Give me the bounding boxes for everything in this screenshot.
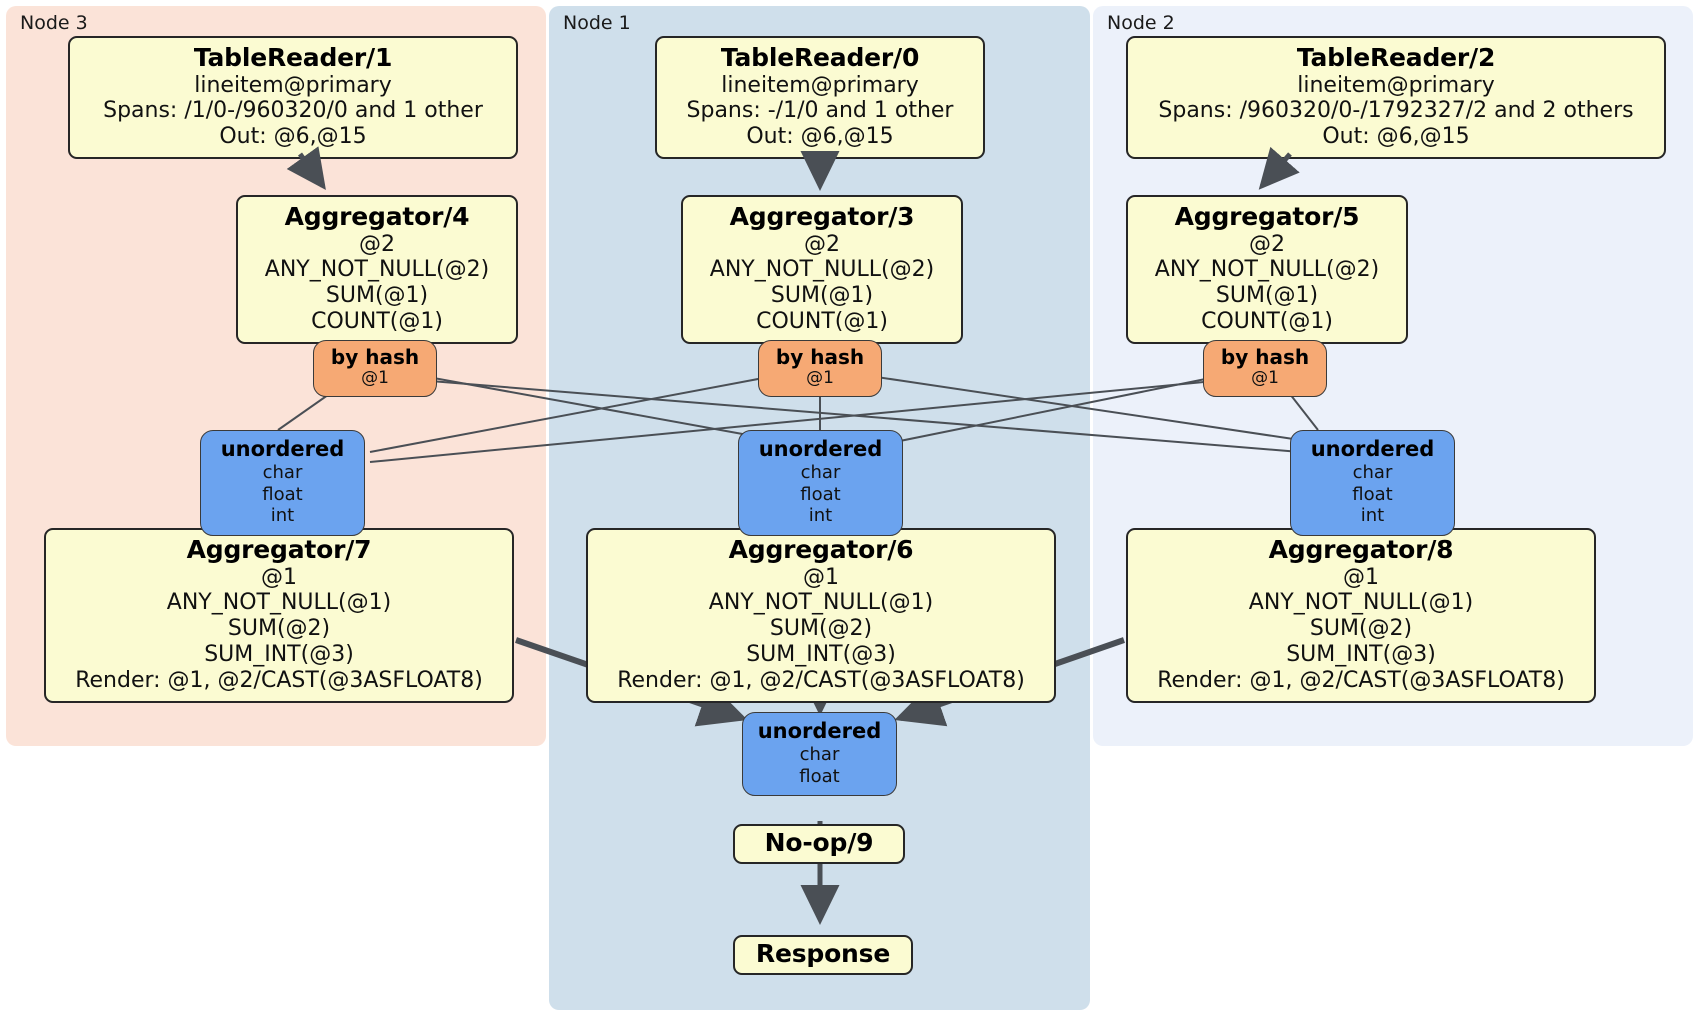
node-line: @1 <box>803 564 839 590</box>
node-aggregator-6[interactable]: Aggregator/6 @1 ANY_NOT_NULL(@1) SUM(@2)… <box>586 528 1056 704</box>
node-line: SUM(@1) <box>1215 283 1319 309</box>
node-line: ANY_NOT_NULL(@2) <box>1154 257 1380 283</box>
node-line: ANY_NOT_NULL(@2) <box>264 257 490 283</box>
region-node-2-label: Node 2 <box>1107 12 1175 34</box>
node-tablereader-2[interactable]: TableReader/2 lineitem@primary Spans: /9… <box>1126 36 1666 160</box>
node-line: Spans: /960320/0-/1792327/2 and 2 others <box>1158 98 1634 124</box>
sync-title: unordered <box>220 437 345 461</box>
node-line: COUNT(@1) <box>1201 309 1333 335</box>
node-title: Aggregator/4 <box>284 202 470 231</box>
node-line: Render: @1, @2/CAST(@3ASFLOAT8) <box>617 668 1025 694</box>
sync-line: char <box>262 462 303 484</box>
node-line: Spans: -/1/0 and 1 other <box>686 98 954 124</box>
node-aggregator-4[interactable]: Aggregator/4 @2 ANY_NOT_NULL(@2) SUM(@1)… <box>236 195 518 345</box>
sync-line: float <box>1352 483 1393 505</box>
sync-title: unordered <box>758 437 883 461</box>
node-response[interactable]: Response <box>733 935 913 975</box>
synchronizer-unordered-node3[interactable]: unordered char float int <box>200 430 365 536</box>
node-line: @2 <box>1249 231 1285 257</box>
node-aggregator-8[interactable]: Aggregator/8 @1 ANY_NOT_NULL(@1) SUM(@2)… <box>1126 528 1596 704</box>
node-line: COUNT(@1) <box>311 309 443 335</box>
node-line: COUNT(@1) <box>756 309 888 335</box>
synchronizer-unordered-final[interactable]: unordered char float <box>742 712 897 797</box>
sync-title: unordered <box>757 719 882 743</box>
node-title: TableReader/2 <box>1296 43 1496 72</box>
node-line: ANY_NOT_NULL(@1) <box>1248 590 1474 616</box>
node-tablereader-0[interactable]: TableReader/0 lineitem@primary Spans: -/… <box>655 36 985 160</box>
node-title: Response <box>755 939 891 968</box>
sync-line: float <box>262 483 303 505</box>
node-line: ANY_NOT_NULL(@1) <box>708 590 934 616</box>
sync-line: float <box>800 483 841 505</box>
node-line: SUM(@1) <box>325 283 429 309</box>
sync-line: int <box>1360 505 1385 527</box>
node-aggregator-3[interactable]: Aggregator/3 @2 ANY_NOT_NULL(@2) SUM(@1)… <box>681 195 963 345</box>
router-by-hash-node3[interactable]: by hash @1 <box>313 340 437 397</box>
node-title: TableReader/1 <box>193 43 393 72</box>
node-line: Out: @6,@15 <box>746 124 894 150</box>
node-line: Out: @6,@15 <box>1322 124 1470 150</box>
router-by-hash-node1[interactable]: by hash @1 <box>758 340 882 397</box>
node-tablereader-1[interactable]: TableReader/1 lineitem@primary Spans: /1… <box>68 36 518 160</box>
node-line: SUM_INT(@3) <box>1286 642 1436 668</box>
node-line: lineitem@primary <box>721 72 919 98</box>
sync-line: char <box>799 744 840 766</box>
node-line: @2 <box>359 231 395 257</box>
node-line: SUM(@2) <box>1309 616 1413 642</box>
node-line: @1 <box>1343 564 1379 590</box>
node-line: SUM(@1) <box>770 283 874 309</box>
node-aggregator-5[interactable]: Aggregator/5 @2 ANY_NOT_NULL(@2) SUM(@1)… <box>1126 195 1408 345</box>
router-title: by hash <box>1220 345 1310 369</box>
node-title: Aggregator/8 <box>1268 535 1454 564</box>
node-title: Aggregator/7 <box>186 535 372 564</box>
node-line: SUM_INT(@3) <box>204 642 354 668</box>
node-line: lineitem@primary <box>194 72 392 98</box>
node-line: Out: @6,@15 <box>219 124 367 150</box>
node-line: @1 <box>261 564 297 590</box>
sync-line: int <box>270 505 295 527</box>
node-title: Aggregator/6 <box>728 535 914 564</box>
router-by-hash-node2[interactable]: by hash @1 <box>1203 340 1327 397</box>
sync-line: float <box>799 765 840 787</box>
node-title: Aggregator/3 <box>729 202 915 231</box>
node-aggregator-7[interactable]: Aggregator/7 @1 ANY_NOT_NULL(@1) SUM(@2)… <box>44 528 514 704</box>
node-line: Render: @1, @2/CAST(@3ASFLOAT8) <box>1157 668 1565 694</box>
node-line: SUM_INT(@3) <box>746 642 896 668</box>
router-line: @1 <box>806 368 834 388</box>
router-line: @1 <box>1251 368 1279 388</box>
region-node-3-label: Node 3 <box>20 12 88 34</box>
node-line: Render: @1, @2/CAST(@3ASFLOAT8) <box>75 668 483 694</box>
sync-line: int <box>808 505 833 527</box>
sync-line: char <box>1352 462 1393 484</box>
router-title: by hash <box>330 345 420 369</box>
synchronizer-unordered-node2[interactable]: unordered char float int <box>1290 430 1455 536</box>
node-line: lineitem@primary <box>1297 72 1495 98</box>
sync-line: char <box>800 462 841 484</box>
node-title: No-op/9 <box>764 828 874 857</box>
node-line: SUM(@2) <box>769 616 873 642</box>
node-line: SUM(@2) <box>227 616 331 642</box>
router-line: @1 <box>361 368 389 388</box>
sync-title: unordered <box>1310 437 1435 461</box>
node-title: TableReader/0 <box>720 43 920 72</box>
node-title: Aggregator/5 <box>1174 202 1360 231</box>
node-line: ANY_NOT_NULL(@1) <box>166 590 392 616</box>
node-line: @2 <box>804 231 840 257</box>
region-node-1-label: Node 1 <box>563 12 631 34</box>
node-line: Spans: /1/0-/960320/0 and 1 other <box>103 98 483 124</box>
synchronizer-unordered-node1[interactable]: unordered char float int <box>738 430 903 536</box>
router-title: by hash <box>775 345 865 369</box>
node-line: ANY_NOT_NULL(@2) <box>709 257 935 283</box>
node-no-op-9[interactable]: No-op/9 <box>733 824 905 864</box>
